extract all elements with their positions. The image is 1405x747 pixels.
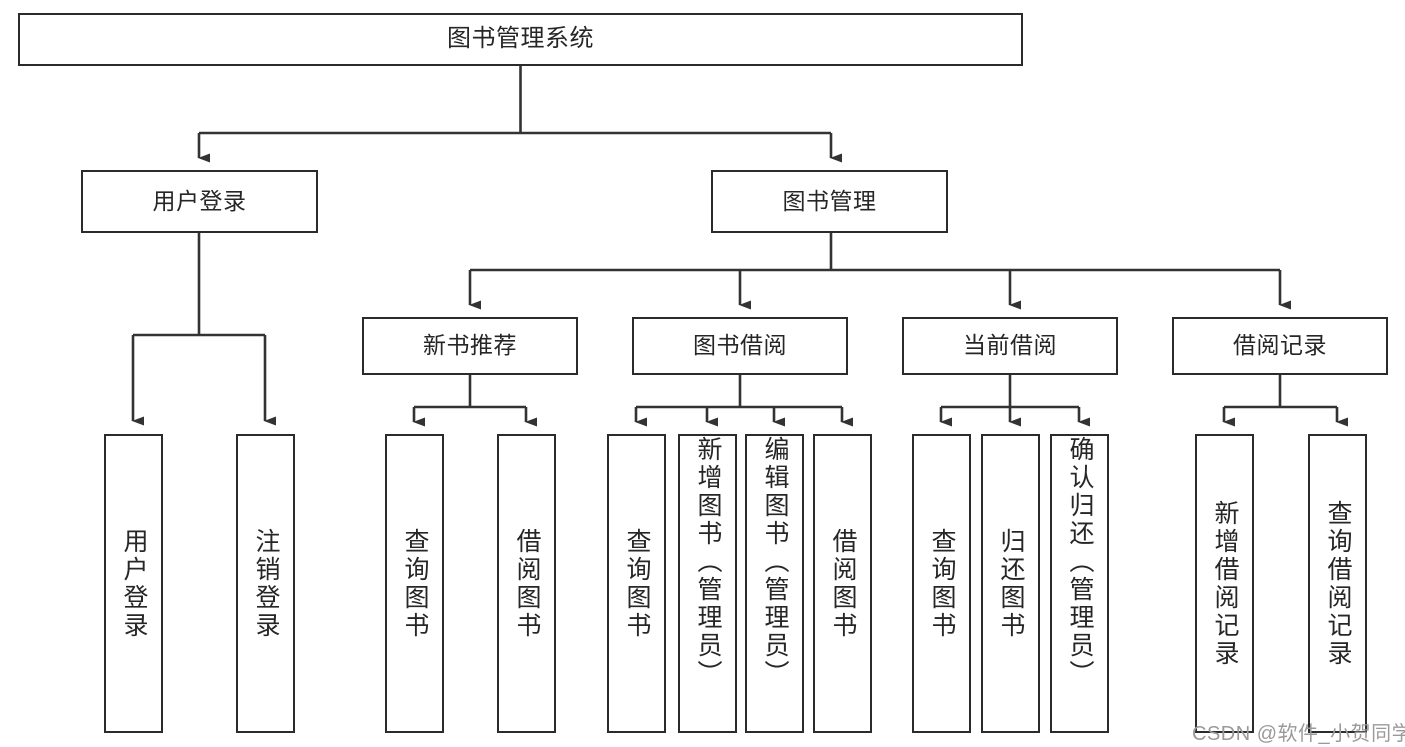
node-label: 图书管理 <box>782 187 877 214</box>
node-label: 归还图书 <box>997 527 1025 640</box>
node-label: 借阅图书 <box>513 527 541 640</box>
leaf-current-confirm-return-admin[interactable]: 确认归还（管理员） <box>1050 434 1109 733</box>
node-label: 借阅记录 <box>1233 332 1327 359</box>
node-label: 新增图书（管理员） <box>694 436 722 688</box>
leaf-new-book-query[interactable]: 查询图书 <box>385 434 444 733</box>
leaf-record-add-record[interactable]: 新增借阅记录 <box>1195 434 1254 733</box>
node-label: 注销登录 <box>252 527 280 640</box>
leaf-borrow-edit-book-admin[interactable]: 编辑图书（管理员） <box>745 434 804 733</box>
node-label: 编辑图书（管理员） <box>761 436 789 688</box>
leaf-user-login-signout[interactable]: 注销登录 <box>236 434 295 733</box>
node-root-system[interactable]: 图书管理系统 <box>18 13 1023 66</box>
node-label: 借阅图书 <box>829 527 857 640</box>
node-label: 当前借阅 <box>963 332 1057 359</box>
node-label: 查询借阅记录 <box>1324 499 1352 668</box>
node-borrow-record[interactable]: 借阅记录 <box>1172 317 1388 375</box>
leaf-current-query-book[interactable]: 查询图书 <box>912 434 971 733</box>
node-user-login[interactable]: 用户登录 <box>81 170 318 233</box>
csdn-watermark: CSDN @软件_小贺同学 <box>1192 723 1405 745</box>
node-book-management[interactable]: 图书管理 <box>711 170 948 233</box>
node-current-borrow[interactable]: 当前借阅 <box>902 317 1118 375</box>
node-book-borrow[interactable]: 图书借阅 <box>632 317 848 375</box>
node-label: 查询图书 <box>401 527 429 640</box>
leaf-borrow-borrow-book[interactable]: 借阅图书 <box>813 434 872 733</box>
leaf-borrow-query-book[interactable]: 查询图书 <box>607 434 666 733</box>
node-label: 图书借阅 <box>693 332 787 359</box>
node-label: 用户登录 <box>152 187 247 214</box>
leaf-borrow-add-book-admin[interactable]: 新增图书（管理员） <box>678 434 737 733</box>
node-label: 新书推荐 <box>423 332 517 359</box>
node-label: 图书管理系统 <box>447 25 594 53</box>
node-label: 新增借阅记录 <box>1211 499 1239 668</box>
leaf-current-return-book[interactable]: 归还图书 <box>981 434 1040 733</box>
leaf-user-login-signin[interactable]: 用户登录 <box>104 434 163 733</box>
node-new-book-recommend[interactable]: 新书推荐 <box>362 317 578 375</box>
leaf-record-query-record[interactable]: 查询借阅记录 <box>1308 434 1367 733</box>
node-label: 查询图书 <box>928 527 956 640</box>
leaf-new-book-borrow[interactable]: 借阅图书 <box>497 434 556 733</box>
node-label: 查询图书 <box>623 527 651 640</box>
node-label: 确认归还（管理员） <box>1066 436 1094 688</box>
node-label: 用户登录 <box>120 527 148 640</box>
